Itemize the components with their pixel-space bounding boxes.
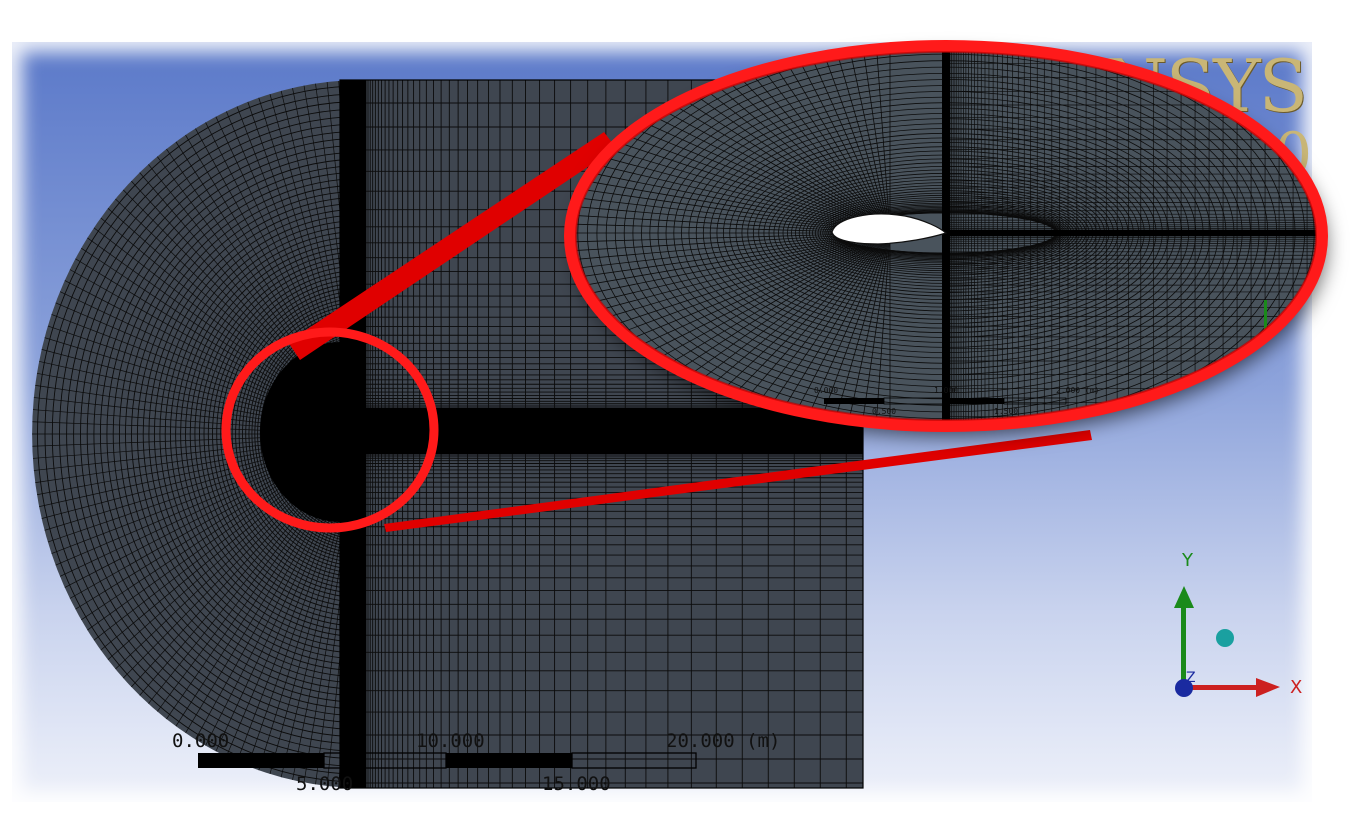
- zoom-scale-label: 0.000: [814, 386, 838, 395]
- z-axis-dot: [1175, 679, 1193, 697]
- zoom-scale-label: 1.000: [934, 386, 958, 395]
- x-axis-arrow: [1184, 685, 1258, 690]
- main-scale-bar: 0.000 10.000 20.000 (m) 5.000 15.000: [172, 730, 780, 795]
- scale-label: 15.000: [542, 773, 611, 795]
- axis-triad[interactable]: Y X Z: [1174, 550, 1302, 698]
- scale-label: 0.000: [172, 730, 229, 752]
- scale-label: 10.000: [416, 730, 485, 752]
- scale-label: 20.000 (m): [666, 730, 780, 752]
- scale-segment-light: [571, 752, 697, 769]
- x-axis-label: X: [1290, 677, 1302, 698]
- c-mesh-region: [32, 80, 420, 788]
- y-arrowhead: [1174, 586, 1194, 608]
- zoom-scale-label: 2.000 (m): [1056, 386, 1099, 395]
- zoom-connector-lines: [288, 132, 1092, 532]
- y-axis-arrow: [1181, 606, 1186, 686]
- scale-segment-dark: [446, 753, 572, 768]
- x-arrowhead: [1256, 678, 1280, 697]
- y-axis-label: Y: [1181, 550, 1194, 571]
- zoom-bubble-ring: [564, 40, 1328, 432]
- airfoil-shape: [831, 213, 948, 245]
- scale-label: 5.000: [296, 773, 353, 795]
- zoom-scale-label: 0.500: [872, 407, 896, 416]
- z-axis-label: Z: [1186, 670, 1196, 686]
- highlight-circle[interactable]: [221, 327, 439, 533]
- iso-view-ball[interactable]: [1216, 629, 1234, 647]
- zoom-scale-label: 1.500: [994, 407, 1018, 416]
- scale-segment-dark: [198, 753, 324, 768]
